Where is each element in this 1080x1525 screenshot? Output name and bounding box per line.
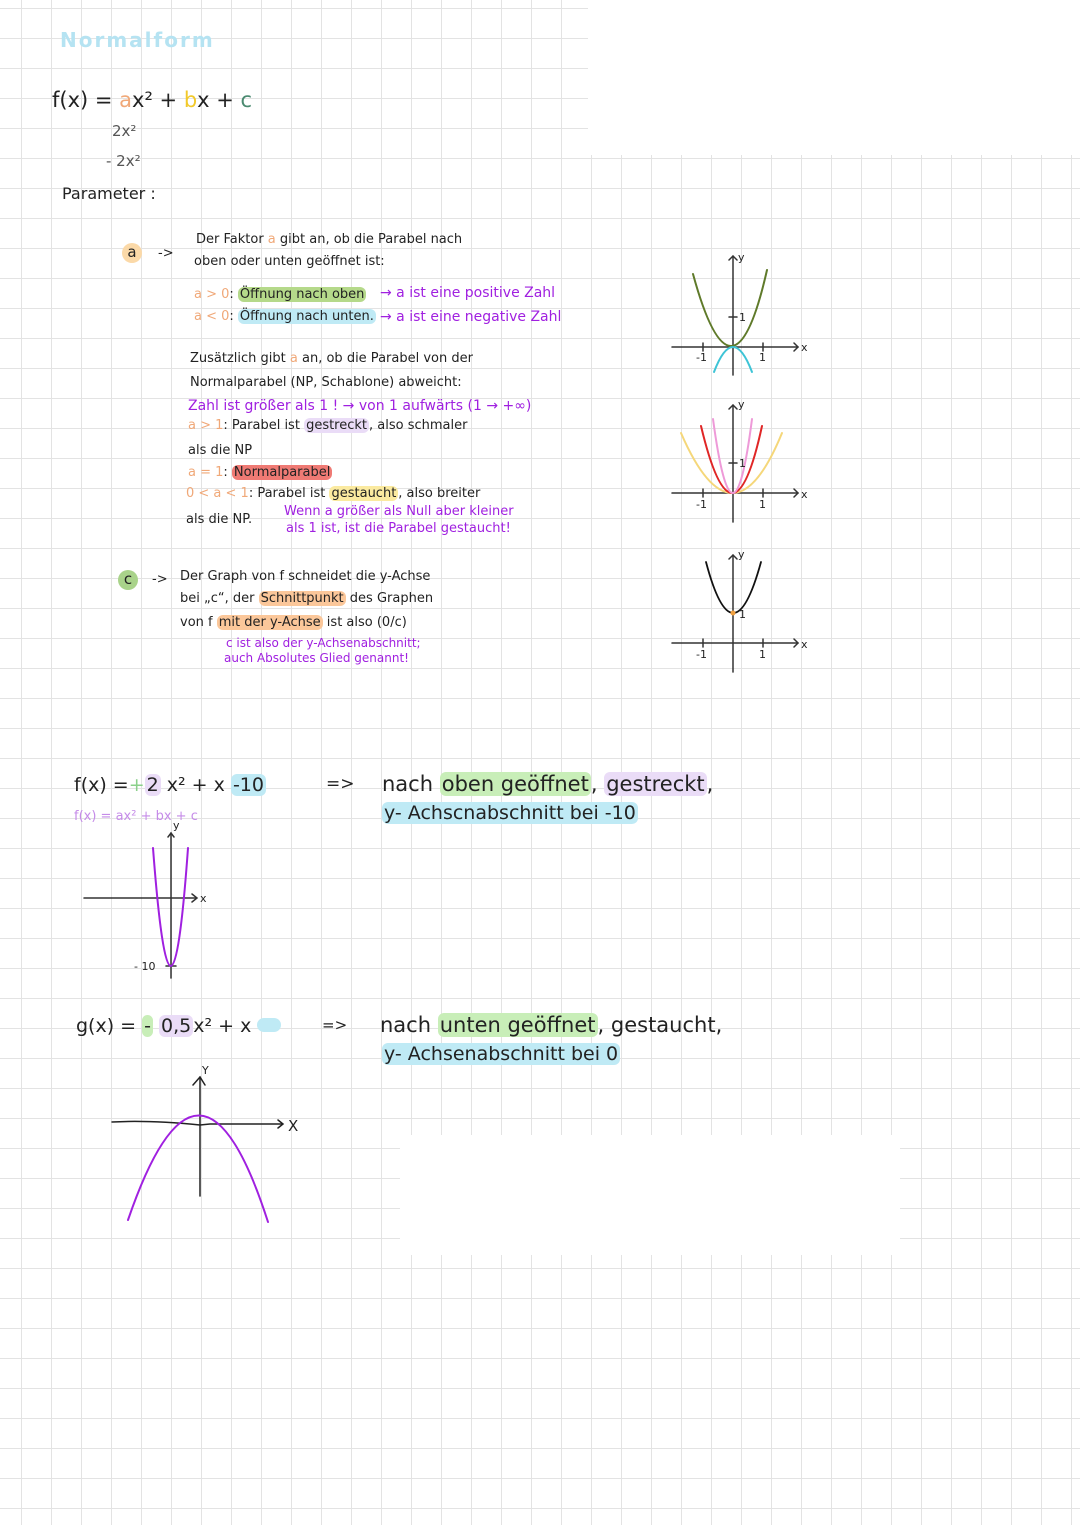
param-a-positive: a > 0: Öffnung nach oben [194, 287, 367, 302]
normal-parabola-text: a = 1: Normalparabel [188, 465, 333, 480]
general-formula: f(x) = ax² + bx + c [52, 88, 253, 112]
y-label: y [173, 819, 180, 832]
param-a-text: Normalparabel (NP, Schablone) abweicht: [190, 375, 462, 390]
tick-label: 1 [759, 648, 766, 661]
general-formula-note: f(x) = ax² + bx + c [74, 809, 198, 824]
tick-label: 1 [759, 351, 766, 364]
implies-arrow: => [326, 774, 355, 794]
stretched-text: als die NP [188, 443, 253, 458]
intercept-point [730, 610, 736, 616]
x-label: x [801, 341, 808, 354]
greater-note: Zahl ist größer als 1 ! → von 1 aufwärts… [188, 398, 532, 414]
example-f-result: y- Achscnabschnitt bei -10 [382, 802, 638, 824]
between-note: als 1 ist, ist die Parabel gestaucht! [286, 521, 511, 536]
param-c-text: bei „c“, der Schnittpunkt des Graphen [180, 591, 434, 606]
implies-arrow: => [322, 1016, 348, 1034]
empty-constant-marker [257, 1018, 282, 1032]
example-term: 2x² [112, 122, 137, 140]
axis-arrows [728, 403, 800, 498]
arrow-icon: -> [158, 246, 174, 261]
x-label: X [288, 1117, 298, 1135]
tick-label: -1 [696, 351, 707, 364]
axis-arrows [728, 553, 800, 648]
param-a-text: Der Faktor a gibt an, ob die Parabel nac… [196, 232, 463, 247]
example-g-result: nach unten geöffnet, gestaucht, [380, 1013, 723, 1037]
graph-opening [671, 254, 800, 376]
between-note: Wenn a größer als Null aber kleiner [284, 504, 514, 519]
param-a-text: oben oder unten geöffnet ist: [194, 254, 385, 269]
compressed-text: 0 < a < 1: Parabel ist gestaucht, also b… [186, 486, 481, 501]
tick-label: 1 [739, 608, 746, 621]
parabola-g [127, 1114, 269, 1223]
downward-parabola [713, 346, 753, 373]
example-f-result: nach oben geöffnet, gestreckt, [382, 772, 714, 796]
negative-note: → a ist eine negative Zahl [380, 309, 562, 325]
tick-label: 1 [739, 311, 746, 324]
page-title: Normalform [60, 28, 215, 52]
axis-arrows [728, 254, 800, 352]
y-label: y [738, 398, 745, 411]
positive-note: → a ist eine positive Zahl [380, 285, 556, 301]
x-label: x [200, 892, 207, 905]
y-label: y [738, 251, 745, 264]
blank-area [400, 1135, 900, 1255]
x-axis [111, 1120, 283, 1126]
intercept-note: auch Absolutes Glied genannt! [224, 651, 409, 665]
graph-intercept [671, 553, 800, 673]
param-a-text: Zusätzlich gibt a an, ob die Parabel von… [190, 351, 473, 366]
ticks [702, 638, 764, 648]
tick-label: 1 [759, 498, 766, 511]
param-a-negative: a < 0: Öffnung nach unten. [194, 309, 376, 324]
example-f-expression: f(x) =+2 x² + x -10 [74, 774, 266, 796]
parabola-f [152, 847, 189, 967]
x-label: x [801, 488, 808, 501]
ticks [702, 462, 764, 498]
tick-label: -1 [696, 498, 707, 511]
intercept-note: c ist also der y-Achsenabschnitt; [226, 636, 421, 650]
param-a-badge: a [122, 243, 142, 263]
y-label: y [738, 548, 745, 561]
stretched-text: a > 1: Parabel ist gestreckt, also schma… [188, 418, 468, 433]
vertex-label: - 10 [134, 960, 155, 973]
ticks [702, 316, 764, 352]
x-label: x [801, 638, 808, 651]
param-c-badge: c [118, 570, 138, 590]
tick-label: -1 [696, 648, 707, 661]
param-c-text: Der Graph von f schneidet die y-Achse [180, 569, 431, 584]
example-g-result: y- Achsenabschnitt bei 0 [382, 1043, 621, 1065]
compressed-text: als die NP. [186, 512, 253, 527]
upward-parabola [692, 269, 768, 347]
y-label: Y [201, 1064, 209, 1077]
tick-label: 1 [739, 457, 746, 470]
stretched-parabola [712, 418, 753, 494]
example-term: - 2x² [106, 152, 141, 170]
graph-stretch [671, 403, 800, 523]
axis-arrows [192, 1075, 285, 1129]
parameter-label: Parameter : [62, 184, 156, 203]
blank-area [588, 0, 1080, 155]
arrow-icon: -> [152, 572, 168, 587]
param-c-text: von f mit der y-Achse ist also (0/c) [180, 615, 407, 630]
